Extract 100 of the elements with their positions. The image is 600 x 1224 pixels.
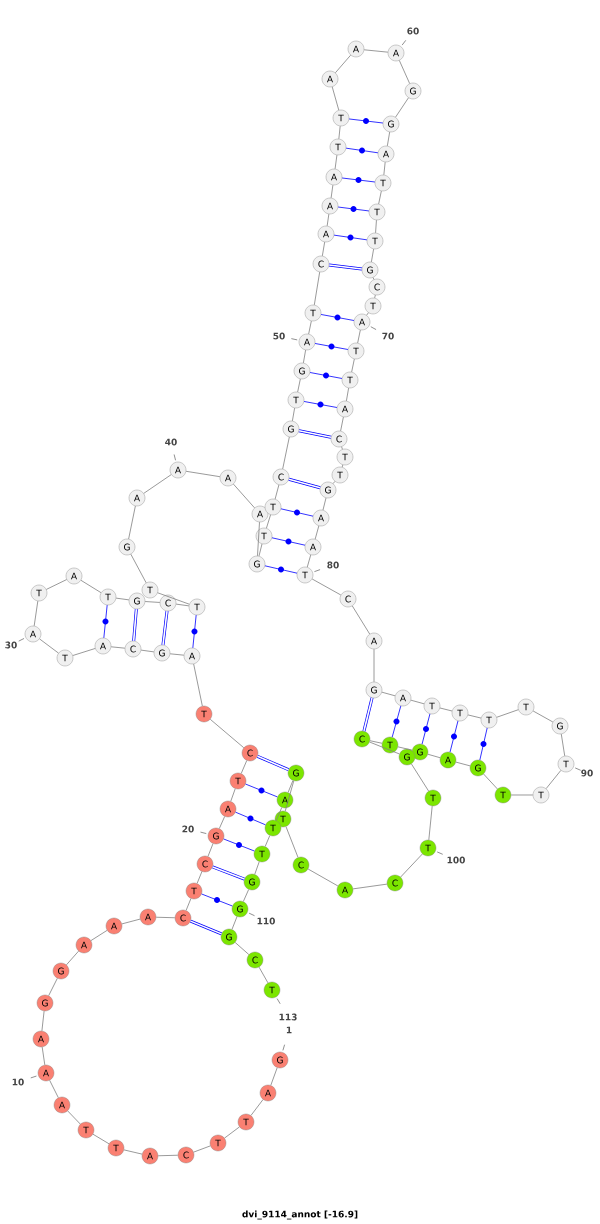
backbone-line — [439, 707, 453, 712]
backbone-line — [326, 213, 330, 227]
backbone-line — [287, 780, 294, 793]
backbone-line — [257, 521, 260, 557]
backbone-line — [330, 184, 334, 199]
backbone-line — [196, 871, 203, 884]
backbone-line — [242, 889, 250, 902]
position-number: 100 — [447, 856, 465, 864]
backbone-line — [334, 154, 338, 170]
backbone-line — [352, 883, 388, 890]
base-pair-bond — [245, 783, 278, 798]
base-pair-bond — [161, 610, 169, 646]
backbone-line — [351, 358, 355, 373]
backbone-line — [234, 942, 250, 955]
backbone-line — [545, 770, 562, 789]
backbone-line — [371, 248, 374, 263]
backbone-line — [373, 648, 375, 683]
backbone-line — [369, 740, 383, 744]
backbone-line — [303, 349, 306, 364]
backbone-line — [313, 271, 321, 306]
backbone-line — [455, 761, 471, 767]
base-pair-bond — [337, 206, 370, 212]
base-pair-bond — [256, 754, 290, 772]
backbone-line — [193, 663, 203, 707]
backbone-line — [193, 1145, 211, 1153]
backbone-line — [157, 1154, 179, 1157]
base-pair-bond — [479, 727, 488, 761]
backbone-line — [46, 579, 68, 590]
backbone-line — [340, 416, 344, 432]
backbone-line — [123, 1149, 143, 1155]
backbone-line — [92, 1133, 110, 1145]
backbone-line — [510, 794, 534, 796]
backbone-line — [275, 807, 283, 821]
backbone-line — [258, 966, 269, 984]
backbone-line — [282, 436, 290, 470]
backbone-line — [346, 387, 349, 402]
caption: dvi_9114_annot [-16.9] — [242, 1210, 358, 1220]
base-pair-bond — [211, 865, 246, 881]
backbone-line — [72, 648, 96, 656]
backbone-line — [207, 843, 214, 857]
backbone-line — [297, 378, 301, 393]
base-pair-bond — [264, 565, 298, 574]
base-pair-bond — [421, 713, 431, 745]
position-number: 113 — [279, 1013, 297, 1021]
backbone-line — [381, 691, 396, 697]
backbone-line — [41, 1010, 45, 1032]
backbone-line — [143, 474, 172, 494]
position-number: 10 — [12, 1078, 24, 1086]
backbone-line — [560, 733, 566, 757]
backbone-line — [363, 49, 389, 53]
position-number: 20 — [182, 825, 194, 833]
backbone-line — [366, 312, 369, 316]
backbone-line — [49, 1079, 59, 1099]
backbone-line — [321, 241, 326, 257]
backbone-line — [274, 484, 280, 500]
base-pair-bond — [345, 147, 379, 154]
backbone-line — [351, 605, 371, 635]
backbone-line — [266, 514, 271, 529]
backbone-line — [338, 125, 341, 140]
backbone-line — [483, 773, 498, 790]
backbone-line — [66, 950, 79, 966]
base-pair-bond — [328, 263, 363, 271]
position-number: 30 — [5, 641, 17, 649]
backbone-line — [258, 543, 263, 557]
position-number: 50 — [273, 332, 285, 340]
backbone-line — [224, 1126, 240, 1139]
backbone-line — [378, 190, 382, 205]
base-pair-bond — [288, 477, 321, 490]
backbone-line — [341, 446, 343, 450]
backbone-line — [90, 930, 108, 941]
base-pair-bond — [449, 720, 459, 753]
backbone-line — [270, 1067, 278, 1086]
backbone-line — [175, 603, 190, 607]
backbone-line — [307, 868, 339, 887]
base-pair-bond — [102, 604, 109, 639]
backbone-line — [115, 597, 130, 601]
base-pair-bond — [189, 919, 223, 936]
base-pair-bond — [201, 893, 233, 907]
base-pair-bond — [235, 811, 266, 826]
backbone-line — [39, 638, 59, 654]
base-pair-bond — [298, 429, 332, 439]
backbone-line — [428, 805, 433, 841]
backbone-line — [314, 525, 320, 540]
backbone-line — [110, 646, 126, 649]
backbone-line — [357, 329, 361, 344]
backbone-line — [209, 718, 245, 749]
backbone-line — [140, 649, 155, 653]
base-pair-bond — [303, 401, 338, 408]
backbone-line — [185, 470, 221, 478]
backbone-line — [386, 131, 391, 147]
base-pair-bond — [191, 614, 198, 649]
position-number: 90 — [581, 769, 593, 777]
backbone-line — [332, 481, 336, 484]
position-number: 40 — [165, 438, 177, 446]
position-number: 110 — [257, 917, 275, 925]
backbone-line — [311, 578, 342, 596]
backbone-line — [185, 898, 192, 911]
backbone-line — [157, 592, 190, 605]
base-pair-bond — [333, 234, 368, 241]
base-pair-bond — [132, 608, 138, 642]
